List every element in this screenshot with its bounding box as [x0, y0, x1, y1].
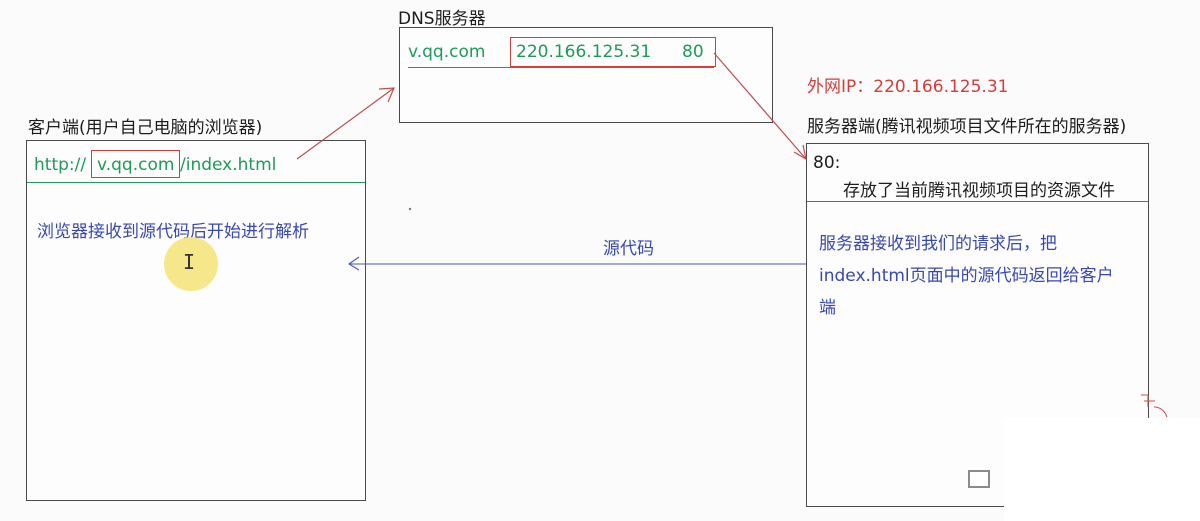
tiny-dot: [408, 207, 412, 211]
server-title: 服务器端(腾讯视频项目文件所在的服务器): [807, 117, 1127, 137]
response-label: 源代码: [603, 239, 654, 259]
dns-to-server-arrow-head: [793, 144, 807, 161]
client-url-domain: v.qq.com: [97, 155, 175, 175]
client-domain-highlight: [91, 150, 180, 178]
server-resource-label: 存放了当前腾讯视频项目的资源文件: [843, 181, 1115, 201]
server-to-client-arrow-head: [347, 256, 360, 271]
client-to-dns-arrow-line: [296, 87, 395, 160]
text-cursor-icon: I: [183, 250, 196, 274]
cursor-highlight: [164, 237, 218, 291]
dns-port: 80: [682, 42, 704, 62]
dns-server-box: v.qq.com 220.166.125.31 80: [399, 27, 773, 123]
client-title: 客户端(用户自己电脑的浏览器): [28, 118, 263, 138]
server-description-line-1: 服务器接收到我们的请求后，把: [819, 234, 1057, 254]
server-port-label: 80:: [813, 153, 841, 173]
client-url-path: /index.html: [180, 155, 277, 175]
client-parse-text: 浏览器接收到源代码后开始进行解析: [37, 222, 309, 242]
dns-ip: 220.166.125.31: [516, 42, 652, 62]
server-description-line-2: index.html页面中的源代码返回给客户: [819, 266, 1114, 286]
dns-server-title: DNS服务器: [398, 9, 486, 29]
window-icon: [968, 470, 990, 488]
server-public-ip: 外网IP：220.166.125.31: [807, 77, 1009, 97]
corner-white-panel: [1004, 418, 1200, 521]
client-to-dns-arrow-head: [378, 87, 395, 103]
client-browser-box: http:// v.qq.com /index.html 浏览器接收到源代码后开…: [26, 140, 366, 501]
dns-domain: v.qq.com: [408, 42, 486, 62]
dns-record-highlight: [510, 37, 716, 67]
client-url-underline: [27, 182, 365, 183]
client-url-prefix: http://: [34, 155, 87, 175]
dns-to-server-arrow-line: [713, 52, 807, 160]
server-resource-underline: [807, 201, 1148, 202]
dns-underline: [408, 67, 714, 68]
server-description-line-3: 端: [819, 298, 836, 318]
red-sketch-mark: [1141, 394, 1168, 418]
